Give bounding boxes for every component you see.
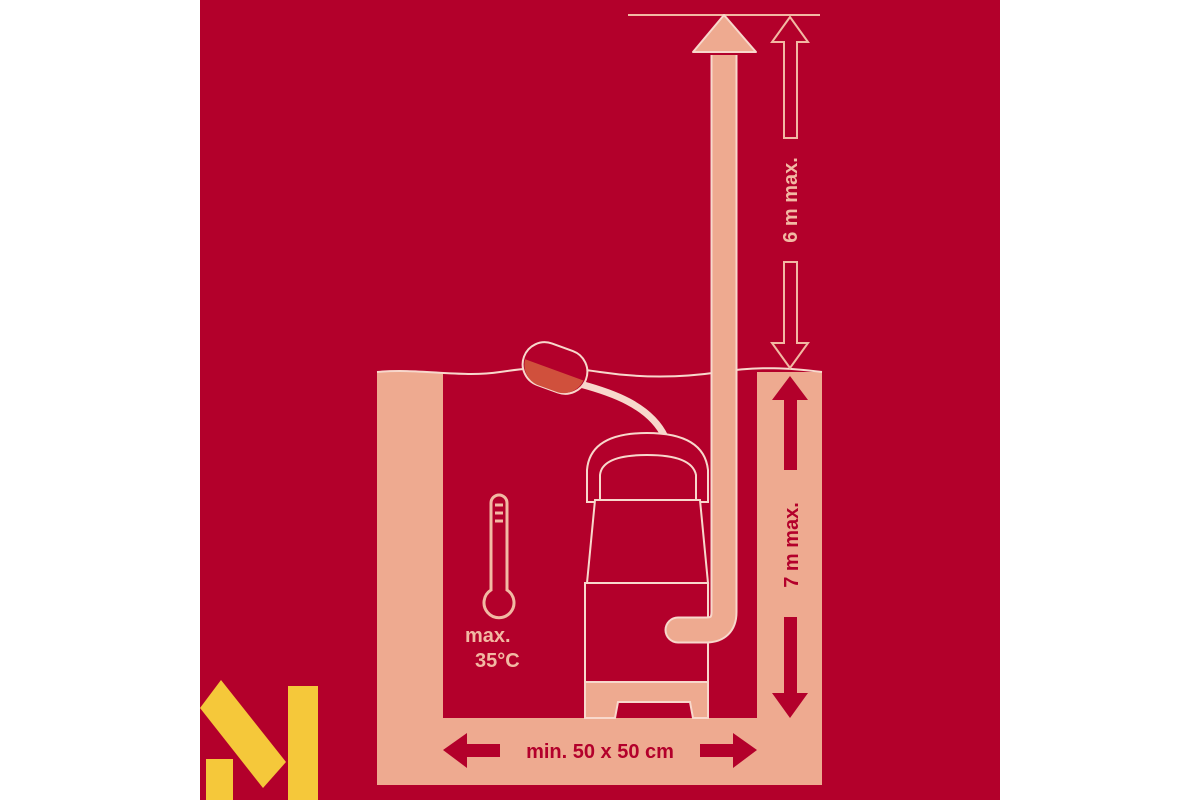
thermometer-icon <box>482 493 516 620</box>
shaft-size-label: min. 50 x 50 cm <box>526 741 674 763</box>
brand-logo <box>200 680 318 800</box>
shaft-width-arrows <box>443 733 757 768</box>
float-cable <box>579 380 669 439</box>
immersion-depth-label: 7 m max. <box>781 502 803 588</box>
immersion-depth-arrow <box>772 376 808 718</box>
temperature-label-line2: 35°C <box>475 650 520 672</box>
float-switch-icon <box>521 341 669 439</box>
discharge-pipe-arrow <box>664 14 757 644</box>
water-level-line <box>376 366 823 378</box>
pressure-head-label: 6 m max. <box>780 157 802 243</box>
temperature-label-line1: max. <box>465 625 511 647</box>
pressure-head-arrow <box>770 15 810 370</box>
